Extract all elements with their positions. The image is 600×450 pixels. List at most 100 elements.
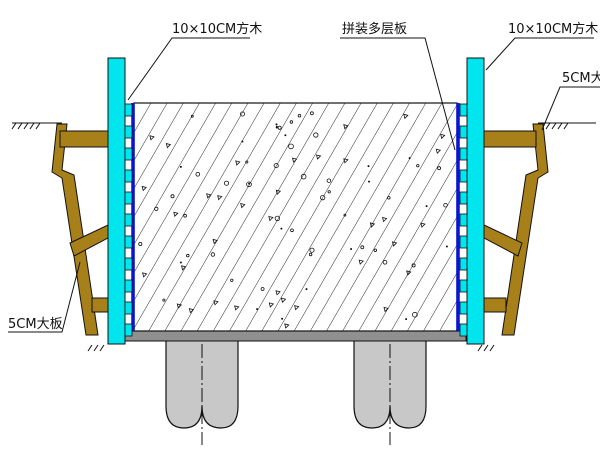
timber-stud [124,125,133,139]
aggregate-mark [173,211,179,217]
aggregate-mark [183,213,187,218]
aggregate-mark [440,133,446,140]
aggregate-mark [241,140,244,143]
aggregate-mark [382,216,388,223]
aggregate-mark [176,303,183,309]
aggregate-mark [288,143,294,150]
leader-lines [8,37,600,333]
aggregate-mark [373,248,377,252]
timber-stud [459,191,468,205]
right-strut-top [483,130,537,148]
aggregate-mark [188,308,195,314]
timber-stud [459,257,468,271]
aggregate-mark [294,305,300,311]
aggregate-mark [408,157,411,160]
timber-stud [124,235,133,249]
aggregate-mark [275,125,278,128]
aggregate-mark [260,287,265,291]
aggregate-mark [274,215,281,222]
aggregate-mark [326,178,332,183]
timber-stud [459,213,468,227]
label-timber-right: 10×10CM方木 [508,21,598,37]
cushion-layer [123,330,467,342]
aggregate-mark [223,180,229,186]
aggregate-mark [443,202,448,208]
aggregate-mark [256,308,259,311]
aggregate-mark [309,111,314,116]
timber-stud [124,257,133,271]
aggregate-mark [195,172,201,177]
ground-lines [11,122,596,352]
aggregate-mark [275,189,282,196]
aggregate-mark [289,120,294,124]
aggregate-mark [435,148,442,155]
aggregate-mark [445,245,448,248]
timber-stud [124,323,133,337]
aggregate-mark [277,125,282,130]
aggregate-mark [292,157,298,163]
aggregate-mark [305,288,308,291]
timber-stud [459,103,468,117]
aggregate-mark [309,247,315,253]
aggregate-mark [179,261,182,264]
leader-timber-left [127,37,250,101]
timber-stud [124,191,133,205]
aggregate-mark [217,195,223,201]
aggregate-mark [425,205,428,208]
aggregate-mark [179,165,182,168]
left-plank-support [51,123,109,336]
aggregate-mark [405,318,408,321]
aggregate-mark [170,194,175,199]
timber-stud [124,169,133,183]
aggregate-mark [230,278,234,282]
aggregate-mark [138,241,143,246]
aggregate-mark [141,185,147,192]
aggregate-mark [284,323,290,329]
aggregate-mark [358,259,364,265]
aggregate-mark [281,317,284,320]
aggregate-mark [275,123,278,126]
right-strut-middle [483,224,523,257]
aggregate-mark [360,245,365,250]
aggregate-mark [343,213,347,217]
aggregate-mark [387,196,391,200]
aggregate-mark [273,163,279,169]
timber-left [107,57,133,345]
right-plank-outline [501,123,549,336]
aggregate-mark [406,270,412,276]
right-plank-support [483,123,549,336]
concrete-body [133,102,458,332]
label-plank-left: 5CM大板 [8,317,63,332]
aggregate-mark [235,160,241,166]
aggregate-mark [245,160,249,164]
timber-stud [459,147,468,161]
timber-stud [124,301,133,315]
aggregate-mark [367,165,370,168]
aggregate-mark [248,182,251,185]
timber-stud [459,235,468,249]
aggregate-mark [280,297,287,303]
left-strut-bottom [91,297,109,313]
timber-stud [124,213,133,227]
aggregate-mark [268,215,274,222]
left-plank-outline [51,123,99,336]
leader-timber-right [485,37,594,71]
label-plywood: 拼装多层板 [342,21,407,37]
aggregate-mark [268,302,275,308]
aggregate-mark [308,252,313,257]
leader-plank-right [541,86,600,131]
left-strut-top [59,130,109,148]
aggregate-mark [234,305,240,311]
aggregate-mark [320,195,326,201]
aggregate-mark [300,173,307,180]
aggregate-mark [382,259,388,265]
aggregate-mark [165,143,172,149]
aggregate-mark [154,206,159,211]
timber-stud [124,279,133,293]
aggregate-mark [212,238,218,245]
aggregate-mark [180,265,187,271]
aggregate-mark [313,132,319,138]
right-strut-bottom [483,297,507,313]
timber-stud [459,169,468,183]
